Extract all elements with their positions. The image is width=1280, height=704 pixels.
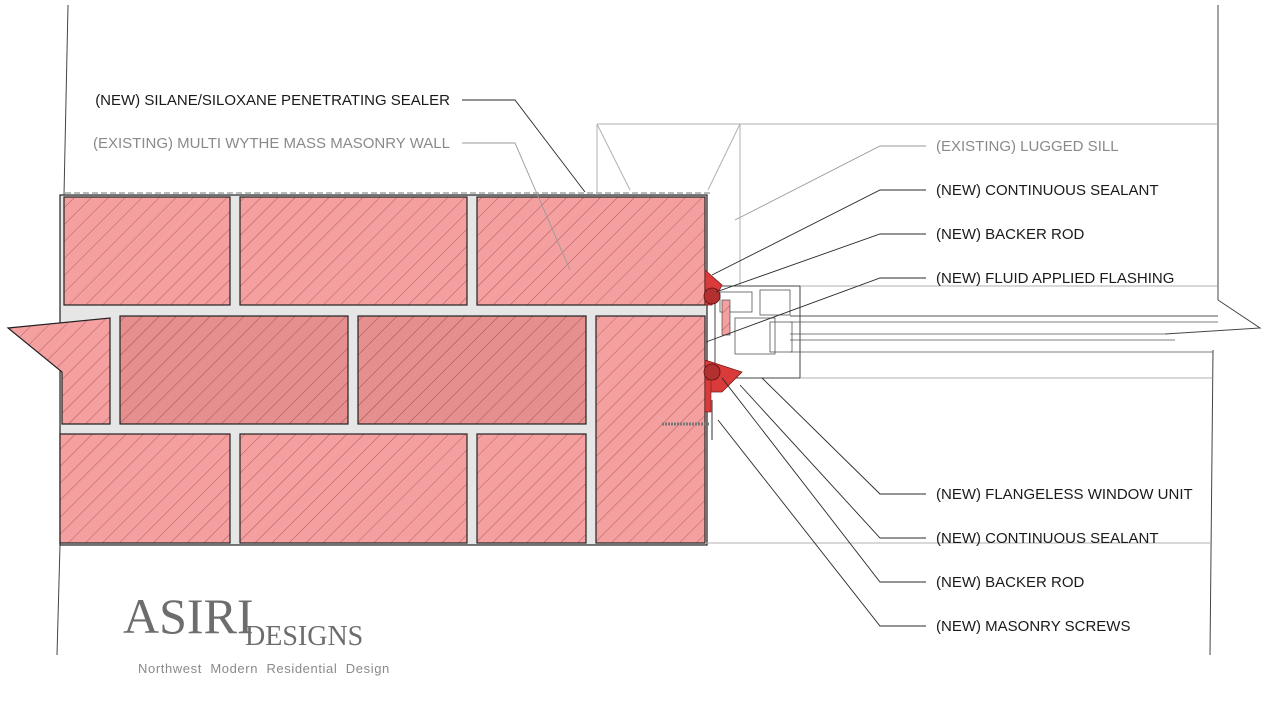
logo-tagline: Northwest Modern Residential Design (138, 661, 390, 676)
label-fluid-flashing: (NEW) FLUID APPLIED FLASHING (936, 270, 1174, 287)
callout-labels: (NEW) SILANE/SILOXANE PENETRATING SEALER… (93, 92, 1193, 635)
label-window-unit: (NEW) FLANGELESS WINDOW UNIT (936, 486, 1193, 503)
brick-cut-end (6, 317, 111, 425)
logo-word-designs: DESIGNS (245, 621, 363, 652)
brick (476, 433, 587, 544)
lugged-sill (596, 123, 1218, 544)
masonry-wall (6, 192, 710, 546)
window-unit (714, 285, 1262, 379)
company-logo: ASIRI DESIGNS Northwest Modern Residenti… (123, 588, 390, 676)
label-backer-rod-bottom: (NEW) BACKER ROD (936, 574, 1085, 591)
brick (239, 433, 468, 544)
brick (59, 433, 231, 544)
backer-rod-bottom (703, 363, 721, 381)
label-existing-wall: (EXISTING) MULTI WYTHE MASS MASONRY WALL (93, 135, 450, 152)
leader-lines (462, 99, 926, 627)
brick (239, 196, 468, 306)
brick (357, 315, 587, 425)
sealant-details (662, 269, 743, 440)
brick (476, 196, 706, 306)
backer-rod-top (703, 287, 721, 305)
label-lugged-sill: (EXISTING) LUGGED SILL (936, 138, 1119, 155)
label-silane-sealer: (NEW) SILANE/SILOXANE PENETRATING SEALER (95, 92, 450, 109)
frame-lines (56, 4, 1219, 656)
label-backer-rod-top: (NEW) BACKER ROD (936, 226, 1085, 243)
logo-word-asiri: ASIRI (123, 588, 254, 644)
label-continuous-sealant-bottom: (NEW) CONTINUOUS SEALANT (936, 530, 1159, 547)
label-continuous-sealant-top: (NEW) CONTINUOUS SEALANT (936, 182, 1159, 199)
brick (63, 196, 231, 306)
brick (595, 315, 706, 544)
label-masonry-screws: (NEW) MASONRY SCREWS (936, 618, 1130, 635)
fluid-applied-flashing (704, 379, 712, 413)
brick (119, 315, 349, 425)
